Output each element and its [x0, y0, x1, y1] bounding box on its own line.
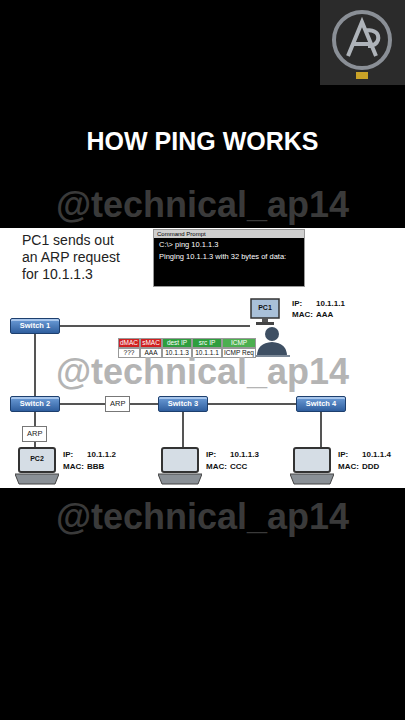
address-label: BBB — [87, 462, 104, 472]
laptop-outline — [290, 447, 334, 485]
node-text: Switch 1 — [17, 321, 53, 331]
address-label: 10.1.1.4 — [362, 450, 391, 460]
pc-name: PC1 — [252, 303, 278, 312]
node-text: Switch 4 — [303, 399, 339, 409]
address-label: IP: — [338, 450, 348, 460]
laptop-pc: IP: 10.1.1.4MAC:DDD — [290, 447, 393, 485]
node-text: ARP — [27, 429, 42, 439]
desktop-pc: PC1 IP: 10.1.1.1MAC:AAA — [250, 298, 347, 328]
connector — [60, 326, 250, 327]
laptop-pc: PC2 IP: 10.1.1.2MAC:BBB — [15, 447, 118, 485]
logo-mark — [348, 22, 378, 56]
person-head — [265, 327, 279, 341]
table-header: src IP — [192, 338, 222, 348]
monitor-outline — [250, 298, 280, 326]
address-label: IP: — [206, 450, 216, 460]
logo-background — [320, 0, 405, 85]
address-label: 10.1.1.3 — [230, 450, 259, 460]
address-label: MAC: — [63, 462, 84, 472]
address-label: IP: — [63, 450, 73, 460]
arp-packet-box: ARP — [105, 396, 130, 412]
laptop-base — [15, 474, 59, 484]
monitor-stand — [256, 322, 274, 325]
address-label: DDD — [362, 462, 379, 472]
switch-box: Switch 1 — [10, 318, 60, 334]
laptop-base — [158, 474, 202, 484]
connector-line — [60, 325, 250, 327]
watermark: @technical_ap14 — [0, 497, 405, 537]
watermark: @technical_ap14 — [0, 185, 405, 225]
address-label: CCC — [230, 462, 247, 472]
watermark: @technical_ap14 — [0, 352, 405, 392]
connector-line — [320, 412, 322, 447]
console-line: C:\> ping 10.1.1.3 — [154, 238, 304, 250]
address-label: MAC: — [338, 462, 359, 472]
logo-ring — [334, 12, 390, 68]
node-text: ARP — [110, 399, 125, 409]
connector — [321, 412, 322, 447]
address-label: 10.1.1.2 — [87, 450, 116, 460]
command-prompt-window: Command PromptC:\> ping 10.1.1.3Pinging … — [153, 229, 305, 287]
pc-name: PC2 — [19, 454, 55, 463]
laptop-screen — [294, 448, 330, 472]
connector — [35, 334, 36, 396]
table-header: sMAC — [140, 338, 162, 348]
switch-box: Switch 2 — [10, 396, 60, 412]
address-label: MAC: — [292, 310, 313, 320]
node-text: Switch 3 — [165, 399, 201, 409]
monitor-neck — [262, 318, 268, 322]
address-label: MAC: — [206, 462, 227, 472]
window-title: Command Prompt — [154, 230, 304, 238]
address-label: 10.1.1.1 — [316, 299, 345, 309]
connector-line — [182, 412, 184, 447]
connector — [208, 404, 296, 405]
address-label: AAA — [316, 310, 333, 320]
table-header: dest IP — [162, 338, 192, 348]
connector-line — [208, 403, 296, 405]
logo-badge — [356, 72, 368, 79]
table-header: dMAC — [118, 338, 140, 348]
connector — [183, 412, 184, 447]
page-title: HOW PING WORKS — [0, 127, 405, 156]
laptop-pc: IP: 10.1.1.3MAC:CCC — [158, 447, 261, 485]
laptop-outline — [158, 447, 202, 485]
connector-line — [34, 334, 36, 396]
laptop-screen — [162, 448, 198, 472]
switch-box: Switch 4 — [296, 396, 346, 412]
switch-box: Switch 3 — [158, 396, 208, 412]
address-label: IP: — [292, 299, 302, 309]
laptop-screen — [19, 448, 55, 472]
monitor-screen — [251, 299, 279, 318]
arp-packet-box: ARP — [22, 426, 47, 442]
table-header: ICMP — [222, 338, 256, 348]
laptop-outline — [15, 447, 59, 485]
console-line: Pinging 10.1.1.3 with 32 bytes of data: — [154, 250, 304, 262]
intro-note: PC1 sends out an ARP request for 10.1.1.… — [22, 232, 128, 283]
laptop-base — [290, 474, 334, 484]
node-text: Switch 2 — [17, 399, 53, 409]
